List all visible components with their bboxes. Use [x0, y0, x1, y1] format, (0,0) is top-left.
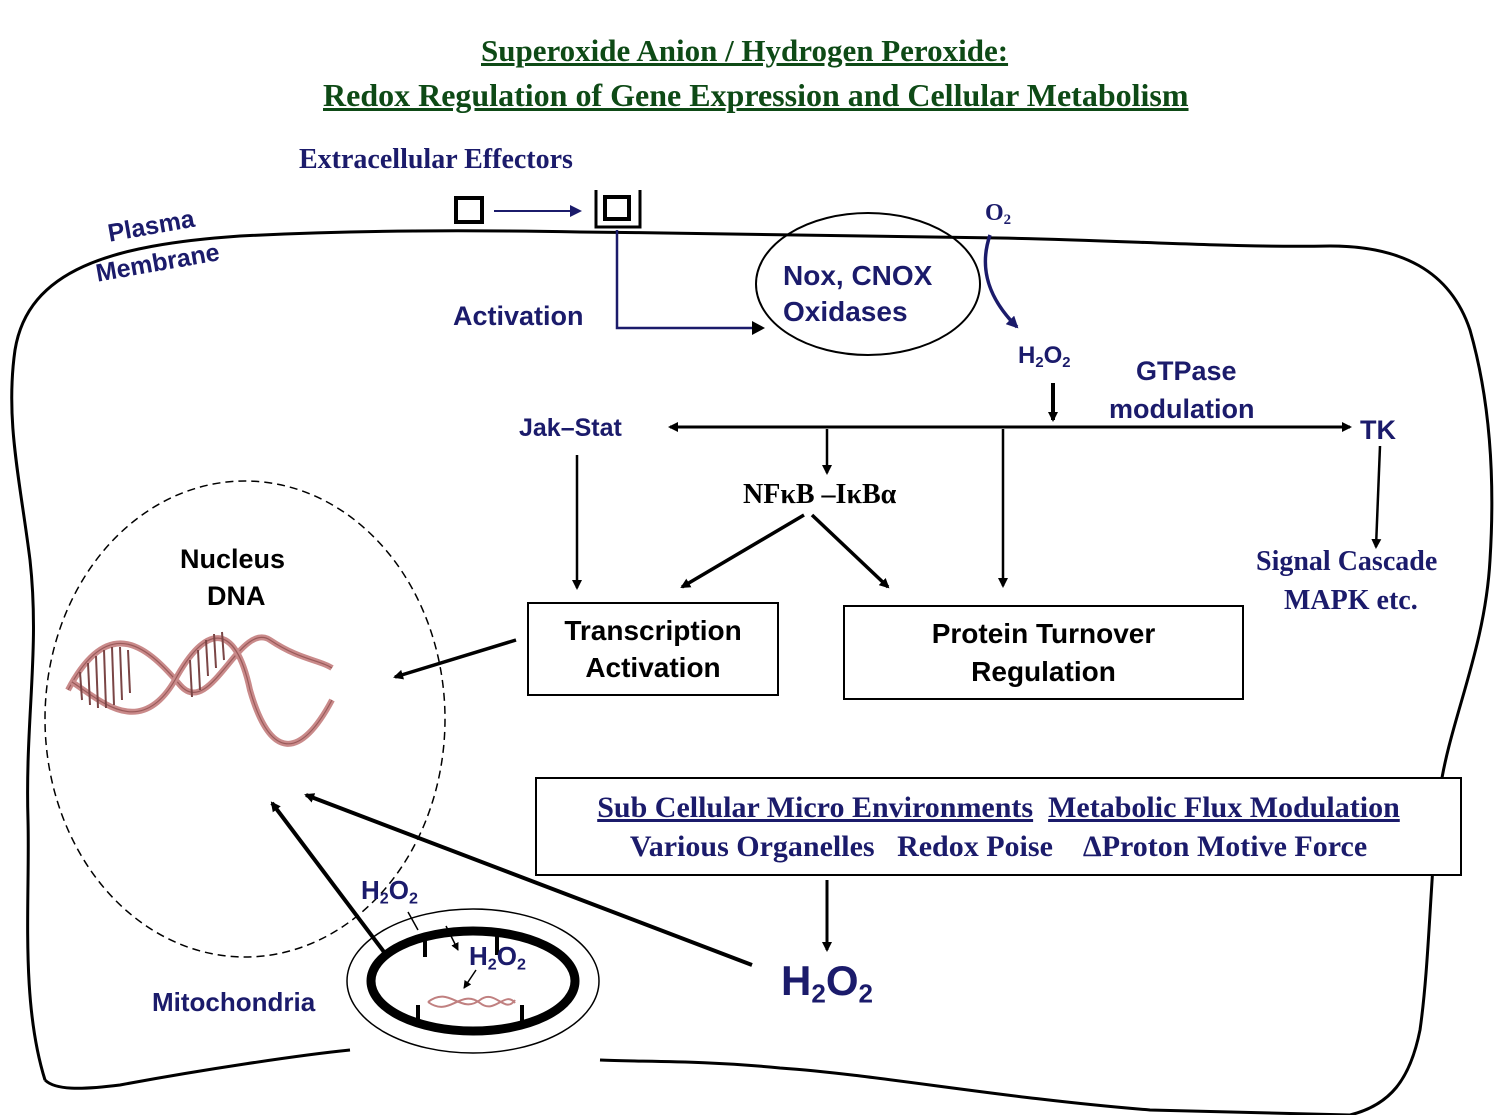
proton-motive-label: ΔProton Motive Force — [1082, 829, 1368, 863]
sub-cellular-label: Sub Cellular Micro Environments — [597, 790, 1034, 824]
mitochondria-label: Mitochondria — [152, 987, 316, 1017]
mitochondria-outer — [346, 908, 600, 1054]
h2o2-label-top: H2O2 — [1018, 342, 1071, 372]
cristae — [416, 933, 524, 1025]
metabolic-flux-label: Metabolic Flux Modulation — [1048, 790, 1400, 824]
nucleus-ellipse — [44, 480, 446, 958]
transcription-activation-box: Transcription Activation — [527, 602, 779, 696]
nox-label-line-1: Nox, CNOX — [783, 260, 933, 291]
gtpase-label-line-2: modulation — [1109, 394, 1255, 424]
various-organelles-label: Various Organelles — [629, 829, 875, 863]
transcription-line-1: Transcription — [564, 615, 742, 646]
protein-line-1: Protein Turnover — [931, 617, 1156, 649]
mito-h2o2-bidir-arrow — [407, 911, 458, 950]
title-line-2: Redox Regulation of Gene Expression and … — [323, 77, 1189, 113]
mito-to-nucleus-arrow — [270, 801, 386, 954]
metabolic-environment-box: Sub Cellular Micro Environments Metaboli… — [535, 777, 1462, 876]
mito-h2o2-arrow-small — [463, 969, 477, 989]
tk-arrow — [1371, 445, 1382, 549]
activation-label: Activation — [453, 301, 584, 331]
signal-cascade-line-2: MAPK etc. — [1284, 585, 1418, 616]
mitochondria-inner — [366, 926, 580, 1036]
metabolic-box-row-1: Sub Cellular Micro Environments Metaboli… — [597, 788, 1400, 827]
mito-dna-graphic — [427, 995, 516, 1008]
extracellular-effectors-label: Extracellular Effectors — [299, 144, 573, 175]
transcription-to-nucleus-arrow — [393, 638, 517, 680]
h2o2-to-nucleus-arrow — [304, 793, 753, 967]
nfkb-label: NFκB –IκBα — [743, 479, 897, 510]
h2o2-label-large: H2O2 — [781, 957, 873, 1009]
o2-label: O2 — [985, 200, 1012, 229]
o2-to-h2o2-arrow — [983, 234, 1019, 329]
nucleus-label-line-2: DNA — [207, 581, 266, 611]
signal-cascade-line-1: Signal Cascade — [1256, 546, 1438, 577]
activation-arrow — [615, 230, 762, 330]
h2o2-label-mito-inner: H2O2 — [469, 941, 526, 974]
receptor-cup — [594, 190, 642, 229]
nucleus-label-line-1: Nucleus — [180, 544, 286, 574]
dna-helix-graphic — [65, 631, 335, 747]
title-line-1: Superoxide Anion / Hydrogen Peroxide: — [481, 33, 1009, 68]
plasma-membrane-outline — [10, 229, 1494, 1115]
nfkb-to-protein-arrow — [810, 513, 890, 589]
effector-ligand — [454, 196, 484, 224]
receptor-inner — [603, 195, 631, 221]
protein-turnover-box: Protein Turnover Regulation — [843, 605, 1244, 700]
jak-stat-label: Jak–Stat — [519, 414, 622, 442]
gtpase-label-line-1: GTPase — [1136, 356, 1237, 386]
nox-oxidase-ellipse — [755, 212, 981, 356]
nox-label-line-2: Oxidases — [783, 296, 908, 327]
nfkb-to-transcription-arrow — [680, 513, 805, 589]
tk-label: TK — [1360, 415, 1396, 445]
transcription-line-2: Activation — [585, 652, 721, 683]
h2o2-label-mito-outer: H2O2 — [361, 875, 418, 908]
redox-poise-label: Redox Poise — [897, 829, 1053, 863]
metabolic-box-row-2: Various Organelles Redox Poise ΔProton M… — [630, 827, 1367, 866]
protein-line-2: Regulation — [971, 655, 1116, 687]
